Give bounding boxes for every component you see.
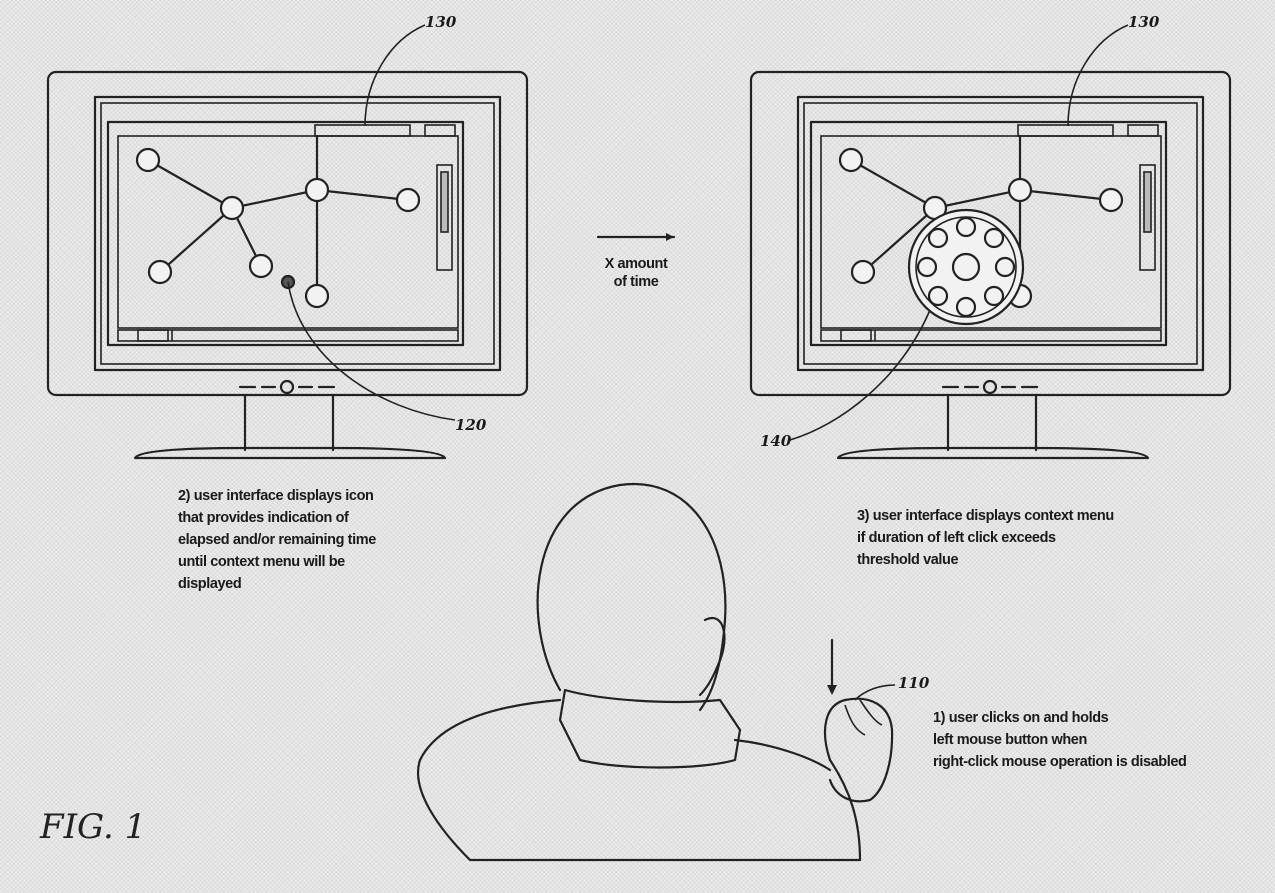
ref-110: 110: [898, 674, 930, 692]
transition-arrow: X amount of time: [596, 233, 676, 290]
leader-line-130-left: [364, 24, 426, 127]
svg-text:threshold value: threshold value: [857, 552, 958, 568]
svg-text:3) user interface displays con: 3) user interface displays context menu: [857, 508, 1114, 524]
ref-130-right: 130: [1128, 13, 1160, 31]
svg-text:left mouse button when: left mouse button when: [933, 732, 1087, 748]
monitor-left: [46, 24, 529, 460]
svg-text:that provides indication of: that provides indication of: [178, 510, 349, 526]
ref-130-left: 130: [425, 13, 457, 31]
figure-label: FIG. 1: [39, 807, 146, 847]
svg-text:right-click mouse operation is: right-click mouse operation is disabled: [933, 754, 1187, 770]
svg-text:elapsed and/or remaining time: elapsed and/or remaining time: [178, 532, 376, 548]
caption-step1: 1) user clicks on and holds left mouse b…: [933, 710, 1187, 770]
svg-text:displayed: displayed: [178, 576, 241, 592]
context-menu: [789, 208, 1025, 441]
svg-text:1) user clicks on and holds: 1) user clicks on and holds: [933, 710, 1109, 726]
monitor-right: [749, 24, 1232, 460]
leader-line-120: [287, 281, 456, 421]
transition-line: X amount: [605, 256, 668, 272]
svg-text:until context menu will be: until context menu will be: [178, 554, 345, 570]
transition-line: of time: [614, 274, 659, 290]
ref-140: 140: [760, 432, 792, 450]
ref-120: 120: [455, 416, 487, 434]
caption-step3: 3) user interface displays context menu …: [857, 508, 1114, 568]
caption-step2: 2) user interface displays icon that pro…: [178, 488, 377, 592]
user-figure: [417, 482, 896, 862]
svg-text:if duration of left click exce: if duration of left click exceeds: [857, 530, 1056, 546]
selected-node: [248, 253, 274, 279]
svg-text:2) user interface displays ico: 2) user interface displays icon: [178, 488, 374, 504]
